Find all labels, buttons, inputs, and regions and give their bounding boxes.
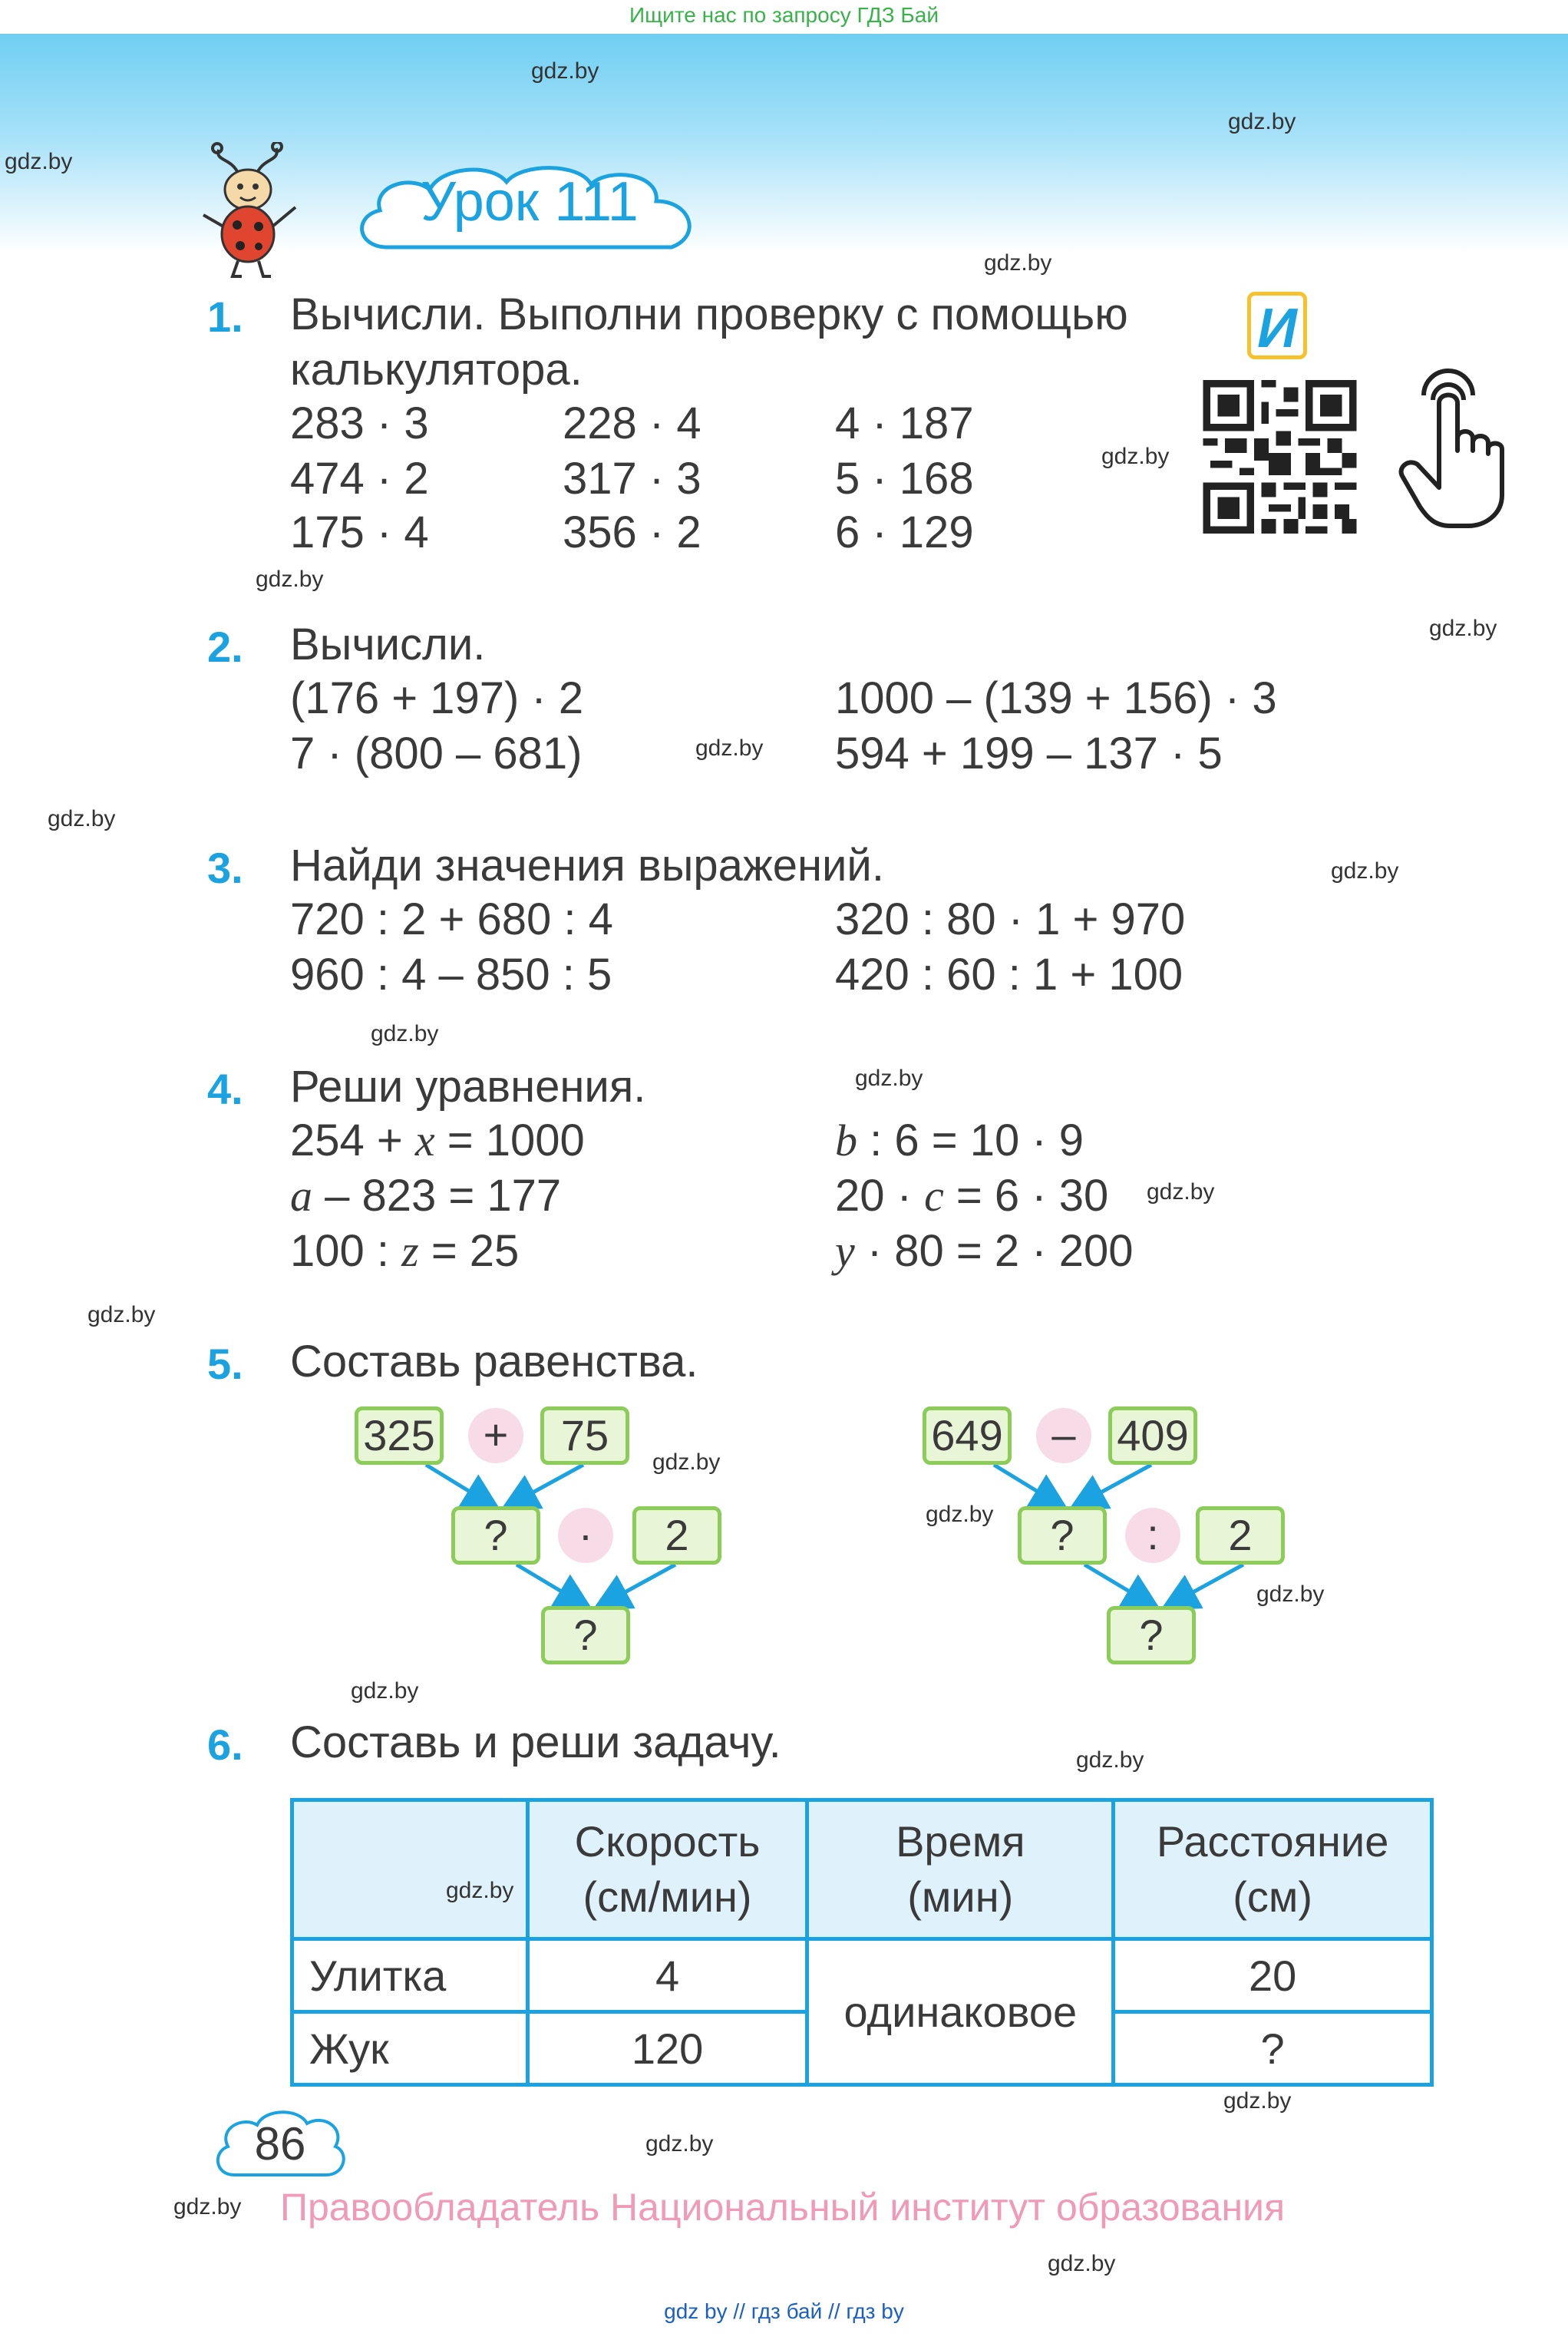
equation: 100 : z = 25: [290, 1226, 520, 1276]
header-time: Время(мин): [805, 1798, 1116, 1941]
watermark: gdz.by: [446, 1878, 514, 1903]
row-name: Улитка: [290, 1937, 530, 2014]
banner-strip: [0, 0, 1568, 34]
watermark: gdz.by: [1101, 444, 1170, 469]
task-1-expr: 4 · 187: [835, 398, 974, 448]
top-banner[interactable]: Ищите нас по запросу ГДЗ Бай: [629, 3, 939, 27]
task-3-expr: 420 : 60 : 1 + 100: [835, 950, 1183, 1000]
watermark: gdz.by: [984, 250, 1052, 276]
scheme-right-a: 649: [923, 1406, 1012, 1465]
watermark: gdz.by: [1331, 858, 1399, 884]
watermark: gdz.by: [695, 735, 764, 761]
task-2-expr: 594 + 199 – 137 · 5: [835, 729, 1223, 778]
task-1-number: 1.: [207, 292, 243, 341]
scheme-right-b: 409: [1108, 1406, 1197, 1465]
interactive-badge-icon[interactable]: И: [1247, 292, 1307, 359]
page-number: 86: [254, 2118, 306, 2170]
scheme-left-mid[interactable]: ?: [451, 1506, 540, 1565]
equation: 20 · c = 6 · 30: [835, 1171, 1109, 1221]
task-1-title-line1: Вычисли. Выполни проверку с помощью: [290, 289, 1128, 339]
lesson-title: Урок 111: [421, 171, 639, 233]
watermark: gdz.by: [652, 1449, 721, 1475]
task-3-expr: 320 : 80 · 1 + 970: [835, 894, 1186, 944]
task-1-expr: 6 · 129: [835, 507, 974, 557]
copyright-notice: Правообладатель Национальный институт об…: [280, 2186, 1286, 2229]
task-3-title: Найди значения выражений.: [290, 841, 884, 891]
cell-time-merged: одинаковое: [805, 1937, 1116, 2087]
task-5-number: 5.: [207, 1340, 243, 1388]
watermark: gdz.by: [926, 1502, 994, 1527]
task-1-expr: 175 · 4: [290, 507, 429, 557]
watermark: gdz.by: [48, 806, 116, 831]
task-3-number: 3.: [207, 844, 243, 892]
ladybug-mascot: [203, 142, 297, 278]
task-3-expr: 720 : 2 + 680 : 4: [290, 894, 613, 944]
watermark: gdz.by: [173, 2194, 242, 2219]
task-2-number: 2.: [207, 623, 243, 671]
watermark: gdz.by: [645, 2131, 714, 2157]
scheme-right-op2: :: [1125, 1508, 1180, 1563]
task-1-expr: 5 · 168: [835, 454, 974, 504]
header-distance: Расстояние(см): [1111, 1798, 1434, 1941]
scheme-left-op2: ·: [558, 1508, 613, 1563]
scheme-right-c: 2: [1196, 1506, 1285, 1565]
equation: y · 80 = 2 · 200: [835, 1226, 1134, 1276]
task-4-title: Реши уравнения.: [290, 1062, 646, 1112]
task-1-expr: 228 · 4: [563, 398, 701, 448]
watermark: gdz.by: [1256, 1581, 1325, 1607]
task-6-title: Составь и реши задачу.: [290, 1717, 781, 1767]
equation: b : 6 = 10 · 9: [835, 1115, 1084, 1165]
task-2-title: Вычисли.: [290, 620, 486, 669]
scheme-right-op1: –: [1036, 1408, 1091, 1463]
watermark: gdz.by: [1076, 1747, 1144, 1773]
bottom-links[interactable]: gdz by // гдз бай // гдз by: [664, 2299, 904, 2323]
watermark: gdz.by: [1223, 2088, 1292, 2114]
watermark: gdz.by: [256, 567, 324, 592]
watermark: gdz.by: [371, 1021, 439, 1046]
cell-speed: 120: [525, 2010, 810, 2087]
task-1-expr: 356 · 2: [563, 507, 701, 557]
cell-distance: ?: [1111, 2010, 1434, 2087]
scheme-right-mid[interactable]: ?: [1018, 1506, 1107, 1565]
task-2-expr: (176 + 197) · 2: [290, 673, 584, 723]
qr-code-icon[interactable]: [1201, 380, 1358, 534]
task-1-expr: 283 · 3: [290, 398, 429, 448]
equation: a – 823 = 177: [290, 1171, 562, 1221]
title-cloud: [360, 166, 692, 250]
scheme-left-a: 325: [355, 1406, 444, 1465]
header-speed: Скорость(см/мин): [525, 1798, 810, 1941]
equation: 254 + x = 1000: [290, 1115, 585, 1165]
task-1-expr: 317 · 3: [563, 454, 701, 504]
watermark: gdz.by: [87, 1302, 156, 1327]
page-number-cloud: [216, 2110, 345, 2176]
task-6-number: 6.: [207, 1720, 243, 1769]
watermark: gdz.by: [855, 1066, 923, 1091]
task-5-title: Составь равенства.: [290, 1337, 698, 1386]
watermark: gdz.by: [1147, 1179, 1215, 1205]
task-4-number: 4.: [207, 1065, 243, 1113]
watermark: gdz.by: [531, 58, 599, 84]
table-corner-cell: [290, 1798, 530, 1941]
watermark: gdz.by: [351, 1678, 419, 1704]
watermark: gdz.by: [5, 149, 73, 174]
scheme-left-b: 75: [540, 1406, 629, 1465]
scheme-left-c: 2: [632, 1506, 721, 1565]
cell-speed: 4: [525, 1937, 810, 2014]
task-1-expr: 474 · 2: [290, 454, 429, 504]
scheme-left-op1: +: [468, 1408, 523, 1463]
task-1-title-line2: калькулятора.: [290, 345, 583, 395]
row-name: Жук: [290, 2010, 530, 2087]
hand-pointer-icon: [1398, 369, 1504, 528]
watermark: gdz.by: [1429, 616, 1497, 641]
watermark: gdz.by: [1228, 109, 1296, 134]
cell-distance: 20: [1111, 1937, 1434, 2014]
watermark: gdz.by: [1048, 2251, 1116, 2276]
scheme-right-result[interactable]: ?: [1107, 1606, 1196, 1664]
task-6-table: Скорость(см/мин) Время(мин) Расстояние(с…: [290, 1798, 1434, 2087]
task-2-expr: 7 · (800 – 681): [290, 729, 583, 778]
scheme-left-result[interactable]: ?: [541, 1606, 630, 1664]
task-2-expr: 1000 – (139 + 156) · 3: [835, 673, 1277, 723]
task-3-expr: 960 : 4 – 850 : 5: [290, 950, 612, 1000]
